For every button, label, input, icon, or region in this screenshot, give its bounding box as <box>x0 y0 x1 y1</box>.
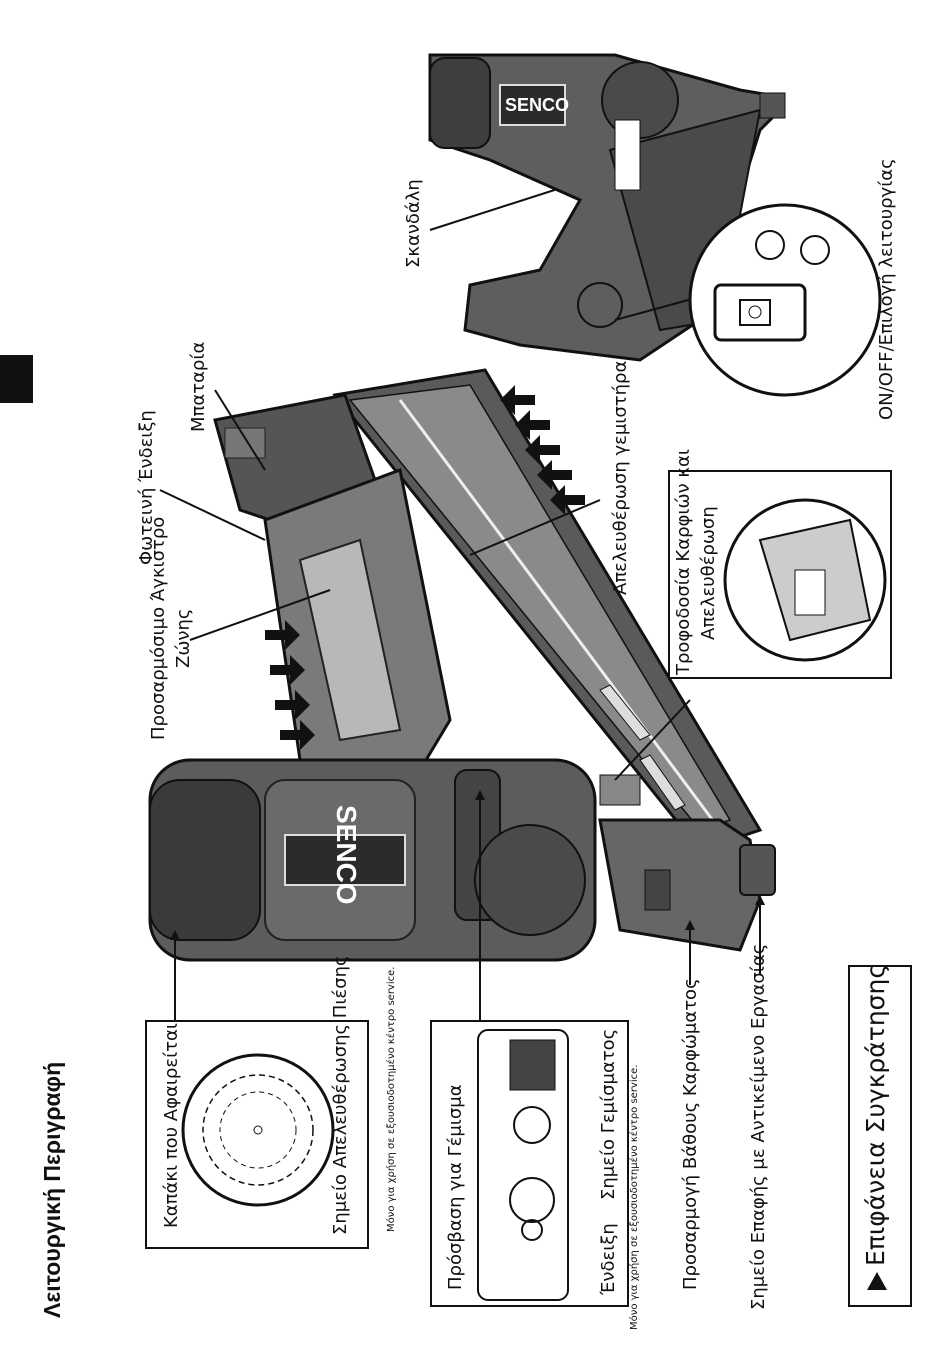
nose <box>598 818 762 952</box>
pressure-release-label: Σημείο Απελευθέρωσης Πιέσης <box>330 955 351 1235</box>
legend-label: Επιφάνεια Συγκράτησης <box>861 963 890 1266</box>
legend-box <box>848 965 912 1307</box>
magazine-release-label: Απελευθέρωση γεμιστήρα <box>610 360 631 595</box>
brand-logo-small: SENCO <box>505 95 570 115</box>
belt-hook-label-2: Ζώνης <box>173 608 194 668</box>
brand-logo: SENCO <box>331 805 362 905</box>
cap-detail <box>181 1053 335 1207</box>
light-label: Φωτεινή Ένδειξη <box>136 410 157 565</box>
fill-access-detail <box>477 1029 569 1301</box>
work-contact-label: Σημείο Επαφής με Αντικείμενο Εργασίας <box>748 943 769 1310</box>
page-tab-marker <box>0 355 33 403</box>
cap-box <box>145 1020 369 1249</box>
mode-selector-detail <box>688 203 882 397</box>
arrow-right-icon <box>265 620 315 750</box>
belt-hook <box>298 538 402 742</box>
nail-feed-box <box>668 470 892 679</box>
fill-access-box <box>430 1020 629 1307</box>
depth-adjust-label: Προσαρμογή Βάθους Καρφώματος <box>680 978 701 1290</box>
trigger-label: Σκανδάλη <box>403 179 424 268</box>
service-note-fill: Μόνο για χρήση σε εξουσιοδοτημένο κέντρο… <box>629 1064 640 1330</box>
arrow-left-icon <box>500 385 585 515</box>
service-note-cap: Μόνο για χρήση σε εξουσιοδοτημένο κέντρο… <box>386 966 397 1232</box>
on-off-label: ON/OFF/Επιλογή λειτουργίας <box>876 158 897 420</box>
legend-text: Επιφάνεια Συγκράτησης <box>861 963 890 1290</box>
arrow-right-icon <box>867 1272 887 1290</box>
fill-access-label: Πρόσβαση για Γέμισμα <box>445 1084 466 1290</box>
fill-point-label: Σημείο Γεμίσματος <box>598 1028 619 1200</box>
battery-label: Μπαταρία <box>188 341 209 432</box>
nail-feed-label-1: Τροφοδοσία Καρφιών και <box>673 449 694 675</box>
cap-label: Καπάκι που Αφαιρείται <box>161 1023 182 1228</box>
nail-feed-label-2: Απελευθέρωση <box>698 506 719 640</box>
indicator-label: Ένδειξη <box>598 1223 619 1295</box>
